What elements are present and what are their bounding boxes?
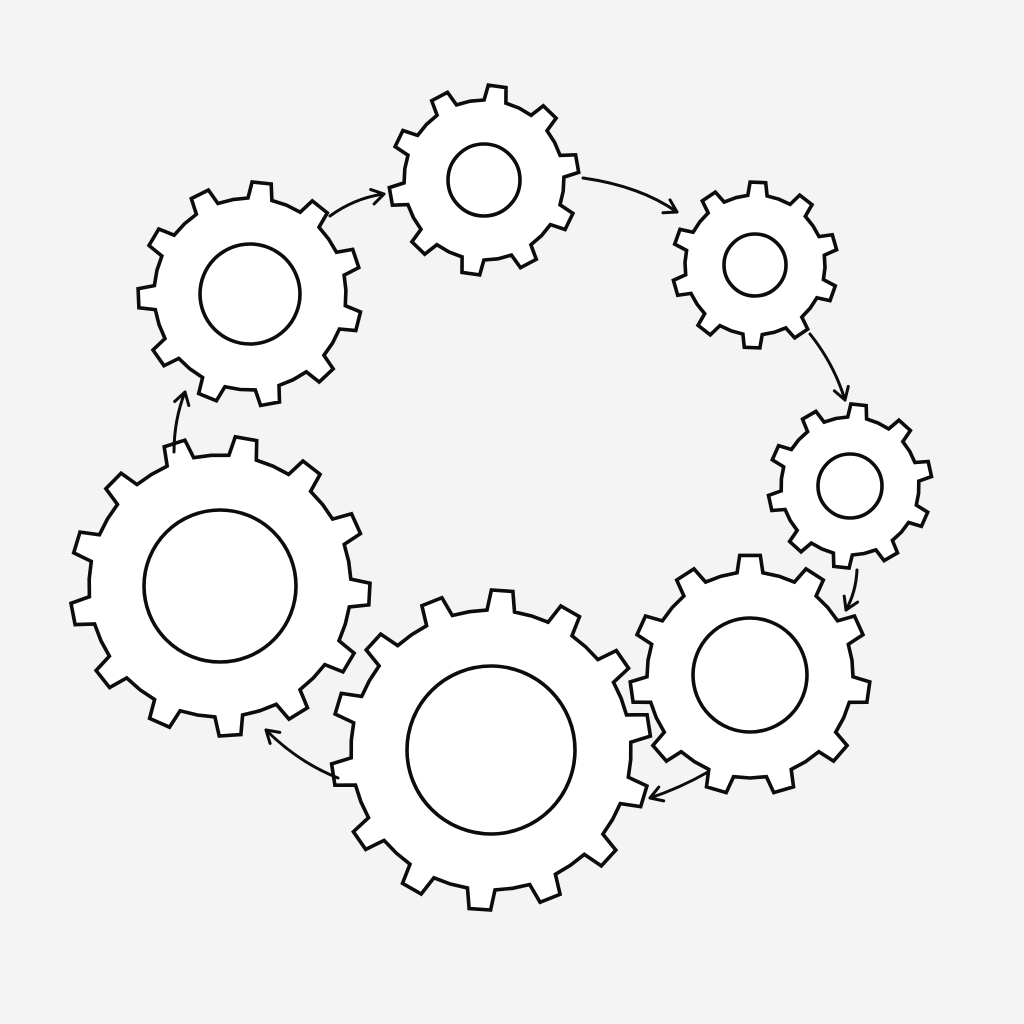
gear-hub-circle (722, 232, 788, 298)
arrow-layer (172, 176, 860, 803)
arrow-icon (172, 390, 187, 454)
gear-right (766, 402, 934, 570)
gear-bottom (329, 588, 653, 912)
arrow-icon (648, 770, 710, 800)
arrow-gear-left-large-to-gear-upper-left (172, 390, 191, 454)
arrowhead-icon (661, 198, 679, 215)
gear-hub-circle (198, 242, 302, 346)
gear-hub-circle (405, 664, 577, 836)
arrowhead-icon (264, 728, 282, 745)
arrow-gear-bottom-to-gear-left-large (264, 728, 340, 780)
arrow-icon (328, 192, 386, 218)
gear-hub-circle (691, 616, 809, 734)
arrow-gear-lower-right-to-gear-bottom (648, 770, 710, 803)
arrow-gear-upper-left-to-gear-top (328, 188, 386, 218)
gear-hub-circle (142, 508, 298, 664)
arrow-icon (264, 728, 340, 780)
arrow-gear-top-to-gear-upper-right (581, 176, 679, 215)
gear-hub-circle (816, 452, 884, 520)
arrowhead-icon (832, 384, 850, 402)
arrow-gear-right-to-gear-lower-right (842, 568, 860, 612)
gear-upper-left (136, 180, 363, 408)
arrow-icon (581, 176, 679, 214)
arrowhead-icon (842, 594, 860, 612)
gear-layer (68, 83, 934, 912)
gear-lower-right (628, 553, 872, 795)
arrow-gear-upper-right-to-gear-right (808, 332, 850, 402)
gear-top (387, 83, 581, 277)
arrow-icon (844, 568, 859, 612)
gear-hub-circle (446, 142, 522, 218)
gear-left-large (68, 434, 372, 738)
arrowhead-icon (369, 188, 386, 206)
arrow-icon (808, 332, 847, 402)
arrowhead-icon (173, 390, 191, 407)
arrowhead-icon (648, 785, 666, 803)
gear-upper-right (671, 180, 839, 350)
